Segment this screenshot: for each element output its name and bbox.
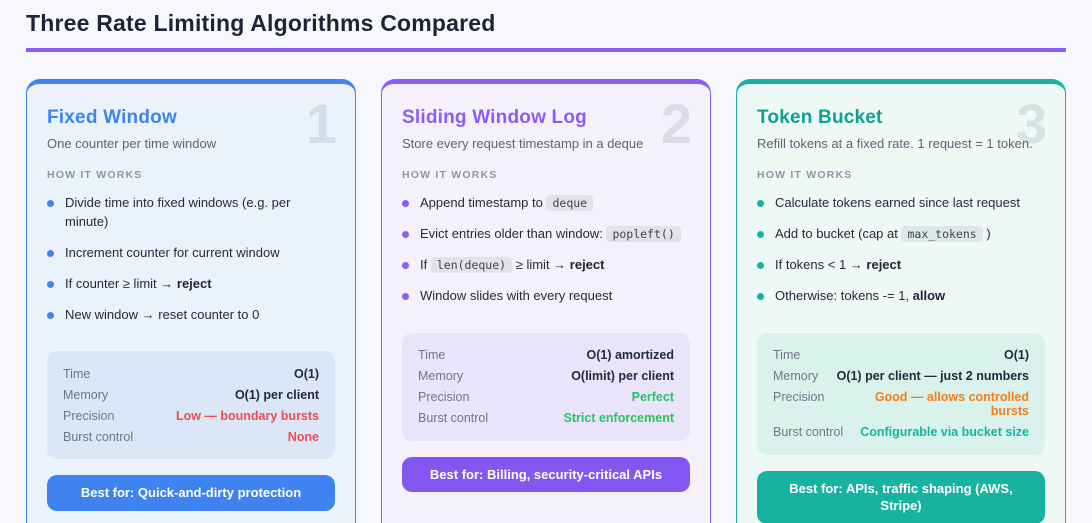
stat-value: O(1) per client xyxy=(234,387,319,402)
stat-label: Burst control xyxy=(773,425,844,440)
bullet-dot-icon xyxy=(47,249,54,257)
stat-value: Configurable via bucket size xyxy=(860,425,1029,440)
how-it-works-label: HOW IT WORKS xyxy=(47,169,143,182)
stat-value: None xyxy=(287,429,319,444)
list-item: If counter ≥ limit → reject xyxy=(47,275,335,294)
stat-value: Good — allows controlled bursts xyxy=(874,390,1029,419)
how-it-works-list: Append timestamp to deque Evict entries … xyxy=(402,194,690,317)
bullet-text: If len(deque) ≥ limit → reject xyxy=(420,256,605,273)
stat-row-memory: Memory O(1) per client xyxy=(63,384,319,405)
stat-value: O(1) xyxy=(1004,348,1029,363)
stat-label: Time xyxy=(773,348,801,363)
stat-row-precision: Precision Low — boundary bursts xyxy=(63,405,319,426)
stat-value: O(1) amortized xyxy=(586,348,674,363)
stat-label: Time xyxy=(418,348,446,363)
bullet-text: Otherwise: tokens -= 1, allow xyxy=(775,287,946,303)
stat-value: Low — boundary bursts xyxy=(175,408,319,423)
bullet-dot-icon xyxy=(402,200,409,208)
list-item: Calculate tokens earned since last reque… xyxy=(757,194,1045,213)
list-item: Increment counter for current window xyxy=(47,244,335,263)
list-item: Otherwise: tokens -= 1, allow xyxy=(757,287,1045,306)
list-item: Append timestamp to deque xyxy=(402,194,690,213)
bullet-text: Add to bucket (cap at max_tokens ) xyxy=(775,226,991,243)
bullet-text: If counter ≥ limit → reject xyxy=(65,275,212,291)
stat-value: O(1) per client — just 2 numbers xyxy=(836,369,1029,384)
page-title: Three Rate Limiting Algorithms Compared xyxy=(26,10,496,36)
how-it-works-list: Divide time into fixed windows (e.g. per… xyxy=(47,194,335,336)
best-for-badge: Best for: Quick-and-dirty protection xyxy=(47,475,335,511)
how-it-works-list: Calculate tokens earned since last reque… xyxy=(757,194,1045,317)
how-it-works-label: HOW IT WORKS xyxy=(757,169,853,182)
bullet-text: Evict entries older than window: popleft… xyxy=(420,225,681,244)
stat-label: Burst control xyxy=(63,429,134,444)
stat-label: Precision xyxy=(418,390,470,405)
list-item: If tokens < 1 → reject xyxy=(757,256,1045,275)
stat-row-time: Time O(1) amortized xyxy=(418,345,674,366)
bullet-dot-icon xyxy=(757,292,764,300)
stat-label: Burst control xyxy=(418,411,489,426)
how-it-works-label: HOW IT WORKS xyxy=(402,169,498,182)
bullet-dot-icon xyxy=(47,200,54,208)
list-item: If len(deque) ≥ limit → reject xyxy=(402,256,690,275)
list-item: New window → reset counter to 0 xyxy=(47,306,335,325)
bullet-text: Append timestamp to deque xyxy=(420,194,594,213)
stat-row-memory: Memory O(1) per client — just 2 numbers xyxy=(773,366,1029,387)
bullet-dot-icon xyxy=(402,231,409,239)
bullet-text: If tokens < 1 → reject xyxy=(775,256,902,272)
best-for-badge: Best for: APIs, traffic shaping (AWS, St… xyxy=(757,470,1045,523)
stat-label: Memory xyxy=(63,387,109,402)
stat-row-memory: Memory O(limit) per client xyxy=(418,366,674,387)
bullet-dot-icon xyxy=(47,311,54,319)
bullet-text: New window → reset counter to 0 xyxy=(65,306,260,322)
bullet-dot-icon xyxy=(757,261,764,269)
card-fixed-window: 1 Fixed Window One counter per time wind… xyxy=(26,79,356,523)
stats-panel: Time O(1) amortized Memory O(limit) per … xyxy=(402,332,690,441)
stats-panel: Time O(1) Memory O(1) per client Precisi… xyxy=(47,351,335,460)
stat-label: Memory xyxy=(773,369,819,384)
bullet-text: Increment counter for current window xyxy=(65,244,280,260)
cards-row: 1 Fixed Window One counter per time wind… xyxy=(26,79,1066,523)
stat-value: O(1) xyxy=(294,366,319,381)
stat-row-burst-control: Burst control Configurable via bucket si… xyxy=(773,422,1029,443)
card-subtitle: Refill tokens at a fixed rate. 1 request… xyxy=(757,136,1033,151)
bullet-text: Window slides with every request xyxy=(420,287,613,303)
card-subtitle: One counter per time window xyxy=(47,136,217,151)
card-subtitle: Store every request timestamp in a deque xyxy=(402,136,644,151)
page-header: Three Rate Limiting Algorithms Compared xyxy=(26,10,1066,52)
card-title: Token Bucket xyxy=(757,107,883,128)
card-token-bucket: 3 Token Bucket Refill tokens at a fixed … xyxy=(736,79,1066,523)
bullet-text: Calculate tokens earned since last reque… xyxy=(775,195,1020,211)
bullet-dot-icon xyxy=(402,261,409,269)
list-item: Window slides with every request xyxy=(402,287,690,306)
list-item: Add to bucket (cap at max_tokens ) xyxy=(757,225,1045,244)
stat-row-burst-control: Burst control None xyxy=(63,426,319,447)
stat-row-precision: Precision Perfect xyxy=(418,387,674,408)
card-sliding-window-log: 2 Sliding Window Log Store every request… xyxy=(381,79,711,523)
stat-value: Strict enforcement xyxy=(563,411,674,426)
stat-value: Perfect xyxy=(631,390,674,405)
stat-row-burst-control: Burst control Strict enforcement xyxy=(418,408,674,429)
stat-label: Precision xyxy=(63,408,115,423)
bullet-dot-icon xyxy=(757,231,764,239)
bullet-dot-icon xyxy=(757,200,764,208)
stat-value: O(limit) per client xyxy=(571,369,674,384)
bullet-text: Divide time into fixed windows (e.g. per… xyxy=(65,195,291,230)
stat-label: Time xyxy=(63,366,91,381)
stat-label: Memory xyxy=(418,369,464,384)
card-title: Fixed Window xyxy=(47,107,177,128)
best-for-badge: Best for: Billing, security-critical API… xyxy=(402,456,690,493)
stats-panel: Time O(1) Memory O(1) per client — just … xyxy=(757,332,1045,455)
stat-label: Precision xyxy=(773,390,825,405)
stat-row-time: Time O(1) xyxy=(63,363,319,384)
bullet-dot-icon xyxy=(402,292,409,300)
list-item: Divide time into fixed windows (e.g. per… xyxy=(47,194,335,232)
stat-row-precision: Precision Good — allows controlled burst… xyxy=(773,387,1029,422)
bullet-dot-icon xyxy=(47,280,54,288)
list-item: Evict entries older than window: popleft… xyxy=(402,225,690,244)
stat-row-time: Time O(1) xyxy=(773,345,1029,366)
card-title: Sliding Window Log xyxy=(402,107,587,128)
